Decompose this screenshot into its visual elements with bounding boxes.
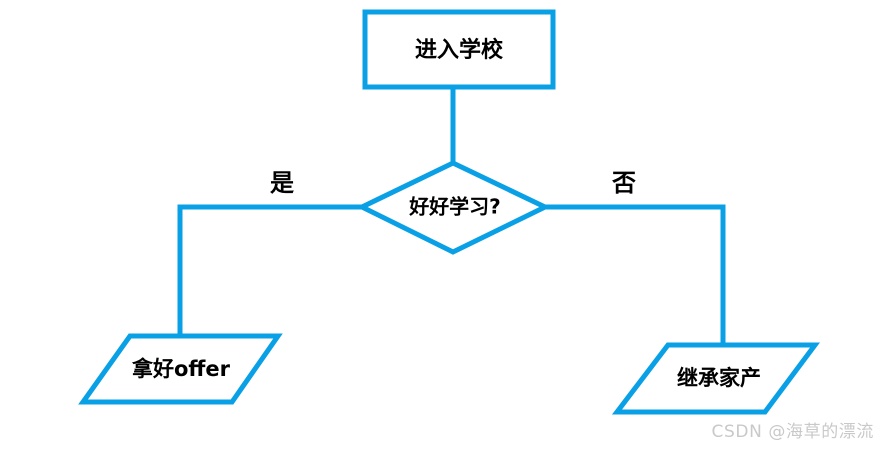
node-start-label: 进入学校 [415,37,504,63]
node-inherit-label: 继承家产 [677,366,761,390]
node-decision-shape[interactable] [356,160,551,255]
node-start-shape[interactable] [362,9,556,90]
edge-label-no: 否 [611,169,636,197]
node-inherit-shape[interactable] [611,342,820,415]
node-decision-label: 好好学习? [408,195,501,219]
edge-decision-to-offer [177,204,362,336]
node-offer-label: 拿好offer [131,357,231,381]
node-offer-shape[interactable] [78,333,283,405]
edge-label-yes: 是 [270,169,294,197]
edge-decision-to-inherit [545,204,726,345]
csdn-watermark: CSDN @海草的漂流 [711,422,874,442]
